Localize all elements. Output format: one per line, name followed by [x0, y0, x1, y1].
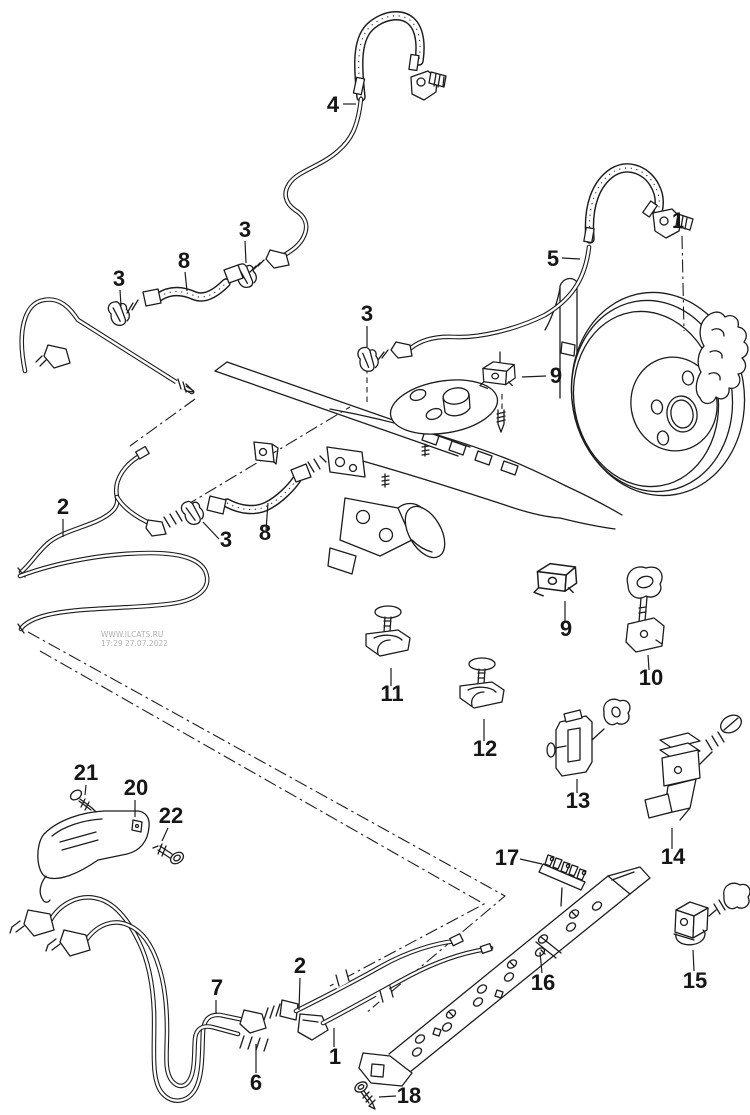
pipe-2-middle	[17, 445, 208, 578]
screw-18	[354, 1081, 376, 1110]
pipe-7	[9, 897, 244, 1100]
pipe-6	[45, 923, 238, 1086]
callout-18-label: 18	[397, 1083, 421, 1108]
clip-9-loose	[533, 562, 578, 597]
pipe-1-middle	[17, 553, 207, 634]
pipe-4	[232, 99, 361, 291]
callout-12-label: 12	[473, 736, 497, 761]
union-nut-5	[377, 341, 413, 361]
callout-15-label: 15	[683, 968, 707, 993]
hose-8-lower	[206, 455, 327, 515]
pipe-break-gaps	[330, 969, 394, 1005]
callout-9-label: 9	[560, 616, 572, 641]
bracket-16	[358, 866, 651, 1087]
union-fitting-2	[145, 510, 183, 537]
pin-21	[69, 789, 97, 813]
callout-1-label: 1	[672, 208, 684, 233]
brake-disc	[570, 291, 749, 497]
union-1	[239, 1013, 329, 1052]
clip-3-b	[105, 297, 133, 329]
construction-lines	[27, 368, 506, 1014]
callout-5-label: 5	[547, 246, 559, 271]
axle-beam	[326, 277, 623, 575]
callout-16-label: 16	[531, 970, 555, 995]
callout-11-label: 11	[380, 681, 403, 706]
clip-15	[673, 882, 750, 946]
callout-2-label: 2	[294, 953, 306, 978]
pipe-2-bottom	[296, 933, 464, 1011]
callout-7-label: 7	[211, 975, 223, 1000]
callout-4-label: 4	[327, 92, 340, 117]
banjo-fitting	[410, 70, 447, 101]
union-nut-4	[249, 249, 290, 273]
callout-6-label: 6	[250, 1070, 262, 1095]
union-nut-7-left	[9, 909, 55, 937]
trailing-arm	[327, 497, 446, 575]
callout-8-label: 8	[178, 248, 190, 273]
callout-9-label: 9	[550, 363, 562, 388]
callout-21-label: 21	[74, 760, 98, 785]
callouts: 4 3 8 3 3 5 1 9 2 3 8 11 12 9 10 13 14 1…	[57, 92, 707, 1108]
clip-12	[459, 657, 505, 709]
callout-2-label: 2	[57, 494, 69, 519]
body-bracket	[253, 441, 279, 465]
union-nut-2	[35, 344, 71, 369]
pipe-1-bottom	[323, 942, 492, 1023]
pipe-5	[355, 247, 589, 374]
callout-14-label: 14	[661, 844, 686, 869]
screw-22	[152, 843, 185, 865]
callout-10-label: 10	[639, 665, 663, 690]
clip-9-axle	[479, 351, 516, 433]
callout-8-label: 8	[259, 520, 271, 545]
beam-bracket	[326, 446, 366, 478]
callout-17-label: 17	[495, 845, 519, 870]
callout-1-label: 1	[329, 1044, 341, 1069]
spring-seat	[389, 379, 499, 435]
clip-14	[644, 714, 742, 821]
bracket-20	[37, 810, 150, 903]
rail-holes	[411, 901, 603, 1057]
watermark-timestamp: 17:29 27.07.2022	[101, 639, 168, 648]
brake-caliper	[695, 311, 749, 405]
clip-11	[365, 605, 411, 657]
hose-8-upper	[105, 264, 244, 329]
watermark: WWW.ILCATS.RU 17:29 27.07.2022	[101, 630, 168, 648]
hose-4	[352, 16, 447, 101]
body-rail-lines	[214, 361, 471, 465]
union-7	[239, 999, 299, 1034]
clip-10	[625, 566, 665, 653]
watermark-site: WWW.ILCATS.RU	[101, 630, 163, 639]
callout-3-label: 3	[239, 217, 251, 242]
callout-13-label: 13	[566, 788, 590, 813]
callout-3-label: 3	[361, 301, 373, 326]
union-nut-6-left	[45, 929, 91, 957]
clip-17	[538, 854, 587, 907]
clip-13	[546, 698, 631, 777]
callout-3-label: 3	[220, 527, 232, 552]
callout-20-label: 20	[124, 775, 148, 800]
callout-leaders	[62, 103, 695, 1098]
banjo-fitting-5	[652, 208, 694, 239]
hose-5	[583, 168, 694, 243]
clip-3-c	[355, 344, 381, 374]
callout-22-label: 22	[159, 803, 183, 828]
callout-3-label: 3	[113, 266, 125, 291]
pipe-hook	[22, 300, 195, 392]
